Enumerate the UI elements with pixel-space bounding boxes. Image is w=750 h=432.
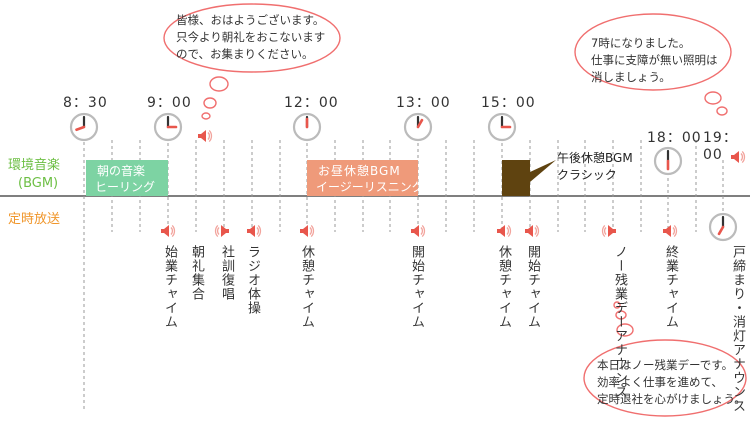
band-morning-title: 朝の音楽 <box>97 164 146 178</box>
time-label-1200: 12：00 <box>284 95 339 111</box>
bubble-morning-tail-2 <box>203 97 217 109</box>
event-label-lockup: 戸締まり・消灯アナウンス <box>730 245 745 413</box>
event-label-radio-exercise: ラジオ体操 <box>245 245 260 315</box>
bubble-noovertime <box>583 339 747 417</box>
bubble-morning-line1: 皆様、おはようございます。 <box>176 13 325 27</box>
clock-1300-hour-hand <box>416 118 424 129</box>
bubble-evening-tail-1 <box>704 91 722 105</box>
band-afternoon-sub: クラシック <box>557 168 617 182</box>
event-label-start-chime: 始業チャイム <box>162 245 177 329</box>
band-afternoon-pointer <box>530 160 556 182</box>
band-morning-sub: ヒーリング <box>95 180 156 194</box>
bubble-noovertime-line1: 本日はノー残業デーです。 <box>597 358 734 372</box>
chime-row-label: 定時放送 <box>8 212 61 227</box>
speaker-icon-resume-1530 <box>525 224 540 238</box>
speaker-icon-radio <box>247 224 262 238</box>
event-label-break-chime-noon: 休憩チャイム <box>299 245 314 329</box>
bubble-noovertime-tail-2 <box>615 310 627 320</box>
band-afternoon <box>502 160 530 196</box>
bubble-morning-line3: ので、お集まりください。 <box>176 47 314 61</box>
event-label-no-overtime: ノー残業デーアナウンス <box>612 245 627 399</box>
bgm-row-sublabel: (BGM) <box>18 176 59 191</box>
time-label-1800: 18：00 <box>647 130 702 146</box>
band-morning <box>86 160 168 196</box>
bgm-row-label: 環境音楽 <box>8 158 61 173</box>
bubble-noovertime-line3: 定時退社を心がけましょう。 <box>597 392 746 406</box>
time-label-1500: 15：00 <box>481 95 536 111</box>
bubble-noovertime-tail-1 <box>616 323 634 337</box>
bubble-morning-tail-1 <box>209 76 229 92</box>
bubble-evening-tail-2 <box>716 106 728 116</box>
bubble-evening-line3: 消しましょう。 <box>591 70 671 84</box>
event-label-break-chime-1500: 休憩チャイム <box>496 245 511 329</box>
bubble-evening-line2: 仕事に支障が無い照明は <box>591 53 718 67</box>
speaker-icon-start <box>161 224 176 238</box>
time-label-0900: 9：00 <box>147 95 192 111</box>
speaker-icon-no-overtime <box>601 224 616 238</box>
bubble-noovertime-line2: 効率よく仕事を進めて、 <box>597 375 723 389</box>
speaker-icon-motto <box>214 224 229 238</box>
bubble-noovertime-tail-3 <box>613 301 621 309</box>
bubble-evening <box>574 13 732 91</box>
speaker-icon-break-noon <box>300 224 315 238</box>
time-label-1300: 13：00 <box>396 95 451 111</box>
speaker-icon-end <box>663 224 678 238</box>
speaker-icon-break-1500 <box>497 224 512 238</box>
event-label-resume-chime-1300: 開始チャイム <box>409 245 424 329</box>
clock-0830-hour-hand <box>75 125 86 132</box>
band-noon <box>307 160 418 196</box>
band-afternoon-title: 午後休憩BGM <box>557 151 633 165</box>
time-label-0830: 8：30 <box>63 95 108 111</box>
event-label-resume-chime-1530: 開始チャイム <box>525 245 540 329</box>
speaker-icon-resume-1300 <box>411 224 426 238</box>
band-noon-sub: イージーリスニング <box>316 180 424 194</box>
bubble-evening-line1: 7時になりました。 <box>591 36 691 50</box>
event-label-assembly: 朝礼集合 <box>189 245 204 301</box>
event-label-motto: 社訓復唱 <box>219 245 234 301</box>
clock-1900-hour-hand <box>717 225 725 236</box>
time-label-1900: 19：00 <box>703 130 738 163</box>
bubble-morning <box>163 3 341 73</box>
band-noon-title: お昼休憩BGM <box>318 164 401 178</box>
speaker-icon-assembly <box>198 129 213 143</box>
speaker-icon-lockup <box>731 150 746 164</box>
bubble-morning-tail-3 <box>201 112 211 120</box>
event-label-end-chime: 終業チャイム <box>663 245 678 329</box>
bubble-morning-line2: 只今より朝礼をおこないます <box>176 30 326 44</box>
